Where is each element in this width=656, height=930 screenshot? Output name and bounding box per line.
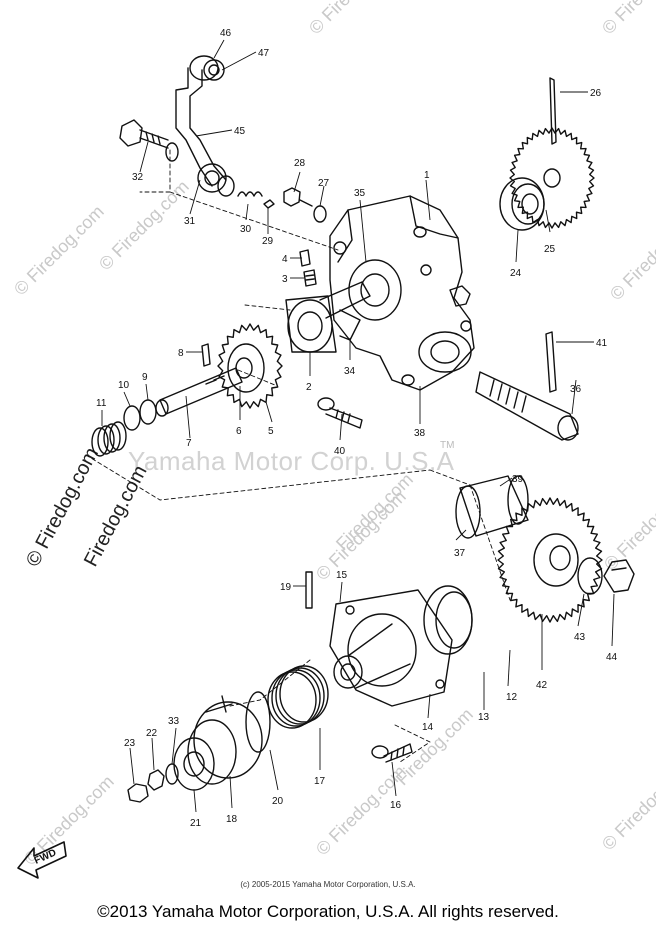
part-number-label: 12 [506,692,518,703]
part-number-label: 25 [544,244,556,255]
part-29 [263,199,275,209]
gear-42 [497,497,603,623]
part-number-label: 23 [124,738,136,749]
screw-28 [283,187,327,223]
pin-41 [545,331,557,393]
pin-8 [201,343,211,367]
part-number-label: 47 [258,48,270,59]
part-number-label: 24 [510,268,522,279]
part-number-label: 36 [570,384,582,395]
fwd-arrow [17,841,67,879]
part-number-label: 7 [186,438,192,449]
part-number-label: 9 [142,372,148,383]
pulley-18 [187,695,263,785]
part-number-label: 28 [294,158,306,169]
part-number-label: 14 [422,722,434,733]
pin-19 [305,571,313,609]
part-number-label: 19 [280,582,292,593]
part-number-label: 38 [414,428,426,439]
part-number-label: 16 [390,800,402,811]
pin-26 [549,77,557,145]
washer-31 [217,175,235,197]
part-number-label: 35 [354,188,366,199]
part-number-label: 15 [336,570,348,581]
part-number-label: 2 [306,382,312,393]
part-number-label: 3 [282,274,288,285]
part-number-label: 10 [118,380,130,391]
part-number-label: 29 [262,236,274,247]
part-4 [299,249,311,267]
part-number-label: 5 [268,426,274,437]
part-number-label: 34 [344,366,356,377]
gear-5 [217,323,283,409]
cover-15 [329,589,453,707]
hub-37 [455,475,529,539]
part-number-label: 17 [314,776,326,787]
fine-copyright: (c) 2005-2015 Yamaha Motor Corporation, … [240,880,416,889]
fwd-label: FWD [33,847,58,866]
bolt-16 [371,743,413,763]
part-number-label: 42 [536,680,548,691]
part-number-label: 31 [184,216,196,227]
link-arm [175,55,227,193]
part-number-label: 22 [146,728,158,739]
part-number-label: 27 [318,178,330,189]
part-number-label: 21 [190,818,202,829]
shaft-35 [285,281,371,353]
part-number-label: 13 [478,712,490,723]
part-number-label: 6 [236,426,242,437]
part-number-label: 11 [96,398,107,409]
part-number-label: 32 [132,172,144,183]
part-number-label: 1 [424,170,430,181]
circlip-9 [139,399,157,425]
housing-1 [329,195,475,391]
bearing-24 [499,177,545,231]
part-number-label: 46 [220,28,232,39]
nut-44 [603,559,635,593]
part-number-label: 8 [178,348,184,359]
washer-10 [123,405,141,431]
part-22 [147,769,165,791]
ring-12 [423,585,473,655]
part-number-label: 26 [590,88,602,99]
ring-20 [245,691,271,753]
shaft-36 [475,371,579,441]
part-number-label: 37 [454,548,466,559]
part-number-label: 41 [596,338,608,349]
part-number-label: 45 [234,126,246,137]
part-number-label: 44 [606,652,618,663]
part-number-label: 43 [574,632,586,643]
washer-43 [577,557,603,595]
spring-30 [237,191,263,197]
spring-17 [267,665,329,729]
part-number-label: 18 [226,814,238,825]
part-number-label: 33 [168,716,180,727]
copyright: ©2013 Yamaha Motor Corporation, U.S.A. A… [97,902,559,921]
bolt-40 [317,397,363,429]
sprocket-25 [509,127,595,229]
nut-23 [127,783,149,803]
part-number-label: 20 [272,796,284,807]
part-number-label: 40 [334,446,346,457]
part-number-label: 30 [240,224,252,235]
bolt-32 [119,119,179,162]
part-number-label: 4 [282,254,288,265]
part-number-label: 39 [512,474,524,485]
leader-lines [101,39,615,813]
spring-11 [91,421,127,457]
part-3 [303,269,317,287]
